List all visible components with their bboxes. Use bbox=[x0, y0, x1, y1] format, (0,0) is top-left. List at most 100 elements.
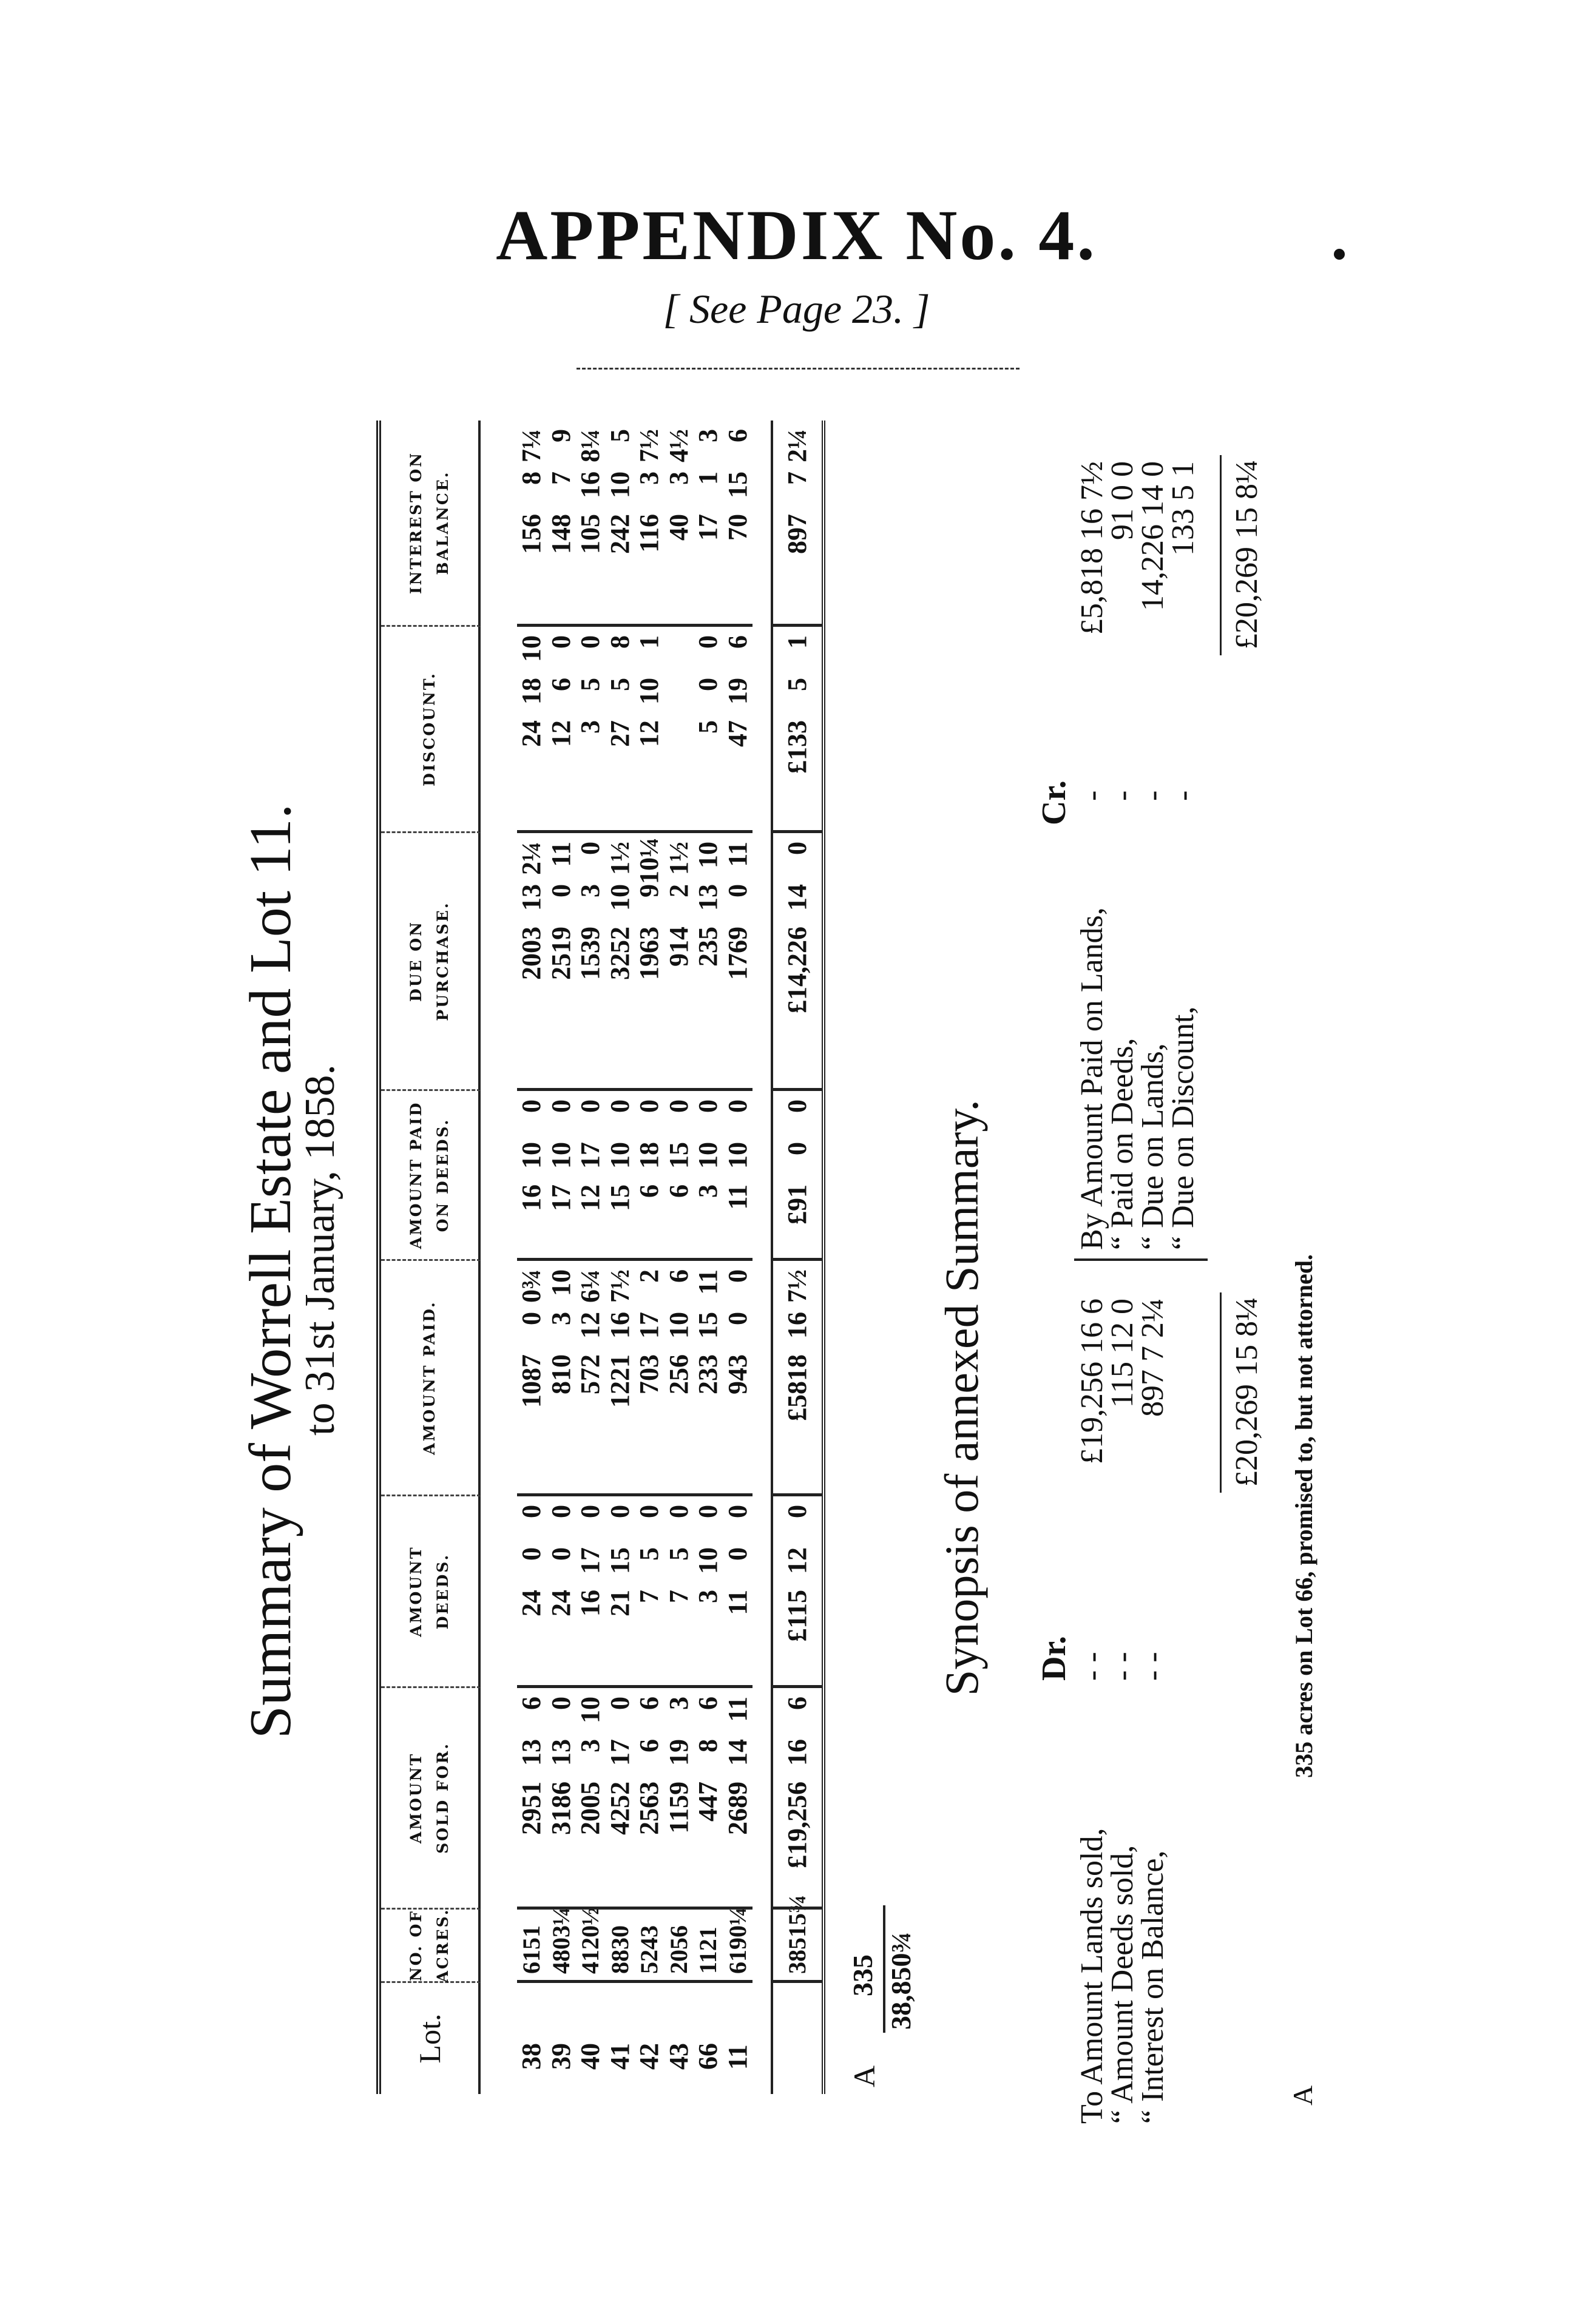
pence: 7¼ bbox=[516, 429, 546, 462]
shillings: 15 bbox=[693, 1312, 723, 1339]
pounds: 40 bbox=[663, 514, 694, 541]
pence: 11 bbox=[722, 842, 753, 867]
pounds bbox=[665, 720, 694, 822]
acres-value: 2056 bbox=[664, 1910, 694, 1983]
pounds: 810 bbox=[546, 1354, 576, 1394]
acres-value: 6151 bbox=[517, 1910, 547, 1983]
shillings: 15 bbox=[722, 471, 753, 498]
rotated-summary-block: Summary of Worrell Estate and Lot 11. to… bbox=[231, 419, 1371, 2215]
shillings: 0 bbox=[546, 1547, 576, 1561]
pence: 8¼ bbox=[575, 429, 605, 462]
pence: 0 bbox=[575, 1100, 605, 1113]
pounds: 2563 bbox=[634, 1782, 664, 1835]
pence: 0 bbox=[782, 1100, 812, 1113]
credit-total: £20,269 15 8¼ bbox=[1229, 460, 1264, 649]
pence: 6 bbox=[722, 429, 753, 442]
summary-subtitle: to 31st January, 1858. bbox=[297, 1064, 343, 1436]
pounds: 6 bbox=[663, 1184, 694, 1198]
shillings: 15 bbox=[604, 1547, 635, 1574]
pence: 9 bbox=[546, 429, 576, 442]
column-header: DISCOUNT. bbox=[381, 627, 481, 833]
pence: 3 bbox=[663, 1697, 694, 1710]
shillings: 18 bbox=[634, 1142, 664, 1169]
pounds: 12 bbox=[634, 720, 664, 747]
pounds: 447 bbox=[693, 1782, 723, 1822]
extra-lot-marker: A bbox=[847, 2065, 881, 2087]
pence: 0 bbox=[663, 1505, 694, 1518]
pounds: 572 bbox=[575, 1354, 605, 1394]
pence: 6¼ bbox=[575, 1269, 605, 1303]
pence: 3 bbox=[693, 429, 723, 442]
pence: 0 bbox=[575, 635, 605, 649]
summary-table: Lot.NO. OF ACRES.AMOUNT SOLD FOR.AMOUNT … bbox=[376, 421, 825, 2094]
pence: 0 bbox=[722, 1505, 753, 1518]
pounds: 156 bbox=[516, 514, 546, 554]
grand-total-acres: 38,850¾ bbox=[885, 1932, 916, 2030]
acres-value: 6190¼ bbox=[723, 1907, 753, 1983]
shillings: 3 bbox=[575, 1739, 605, 1752]
pence: 2¼ bbox=[516, 842, 546, 875]
column-header: DUE ON PURCHASE. bbox=[381, 833, 481, 1091]
shillings: 12 bbox=[575, 1312, 605, 1339]
shillings: 19 bbox=[663, 1739, 694, 1766]
total-rule bbox=[1220, 1292, 1222, 1493]
pounds: £133 bbox=[782, 720, 812, 774]
pounds: 17 bbox=[693, 514, 723, 541]
pounds: 11 bbox=[722, 1590, 753, 1615]
pence: 1½ bbox=[604, 842, 635, 875]
lot-number: 41 bbox=[604, 2043, 635, 2070]
pounds: 3 bbox=[693, 1184, 723, 1198]
pounds: 3186 bbox=[546, 1782, 576, 1835]
shillings: 10 bbox=[604, 884, 635, 911]
pounds: 12 bbox=[575, 1184, 605, 1211]
pounds: 2005 bbox=[575, 1782, 605, 1835]
pounds: 24 bbox=[516, 720, 546, 747]
shillings: 10 bbox=[693, 1547, 723, 1574]
shillings: 10 bbox=[693, 1142, 723, 1169]
dashed-divider bbox=[577, 368, 1020, 370]
pounds: 914 bbox=[663, 927, 694, 967]
pence: 1 bbox=[634, 635, 664, 649]
acres-value: 4120½ bbox=[576, 1907, 606, 1983]
pence: 7½ bbox=[604, 1269, 635, 1303]
pence: 0 bbox=[634, 1100, 664, 1113]
pounds: 703 bbox=[634, 1354, 664, 1394]
pounds: 3 bbox=[693, 1590, 723, 1603]
pounds: £19,256 bbox=[782, 1782, 812, 1868]
pounds: 233 bbox=[693, 1354, 723, 1394]
pence: 0 bbox=[516, 1505, 546, 1518]
pence: 0 bbox=[516, 1100, 546, 1113]
shillings: 16 bbox=[604, 1312, 635, 1339]
shillings: 13 bbox=[546, 1739, 576, 1766]
pounds: 242 bbox=[604, 514, 635, 554]
